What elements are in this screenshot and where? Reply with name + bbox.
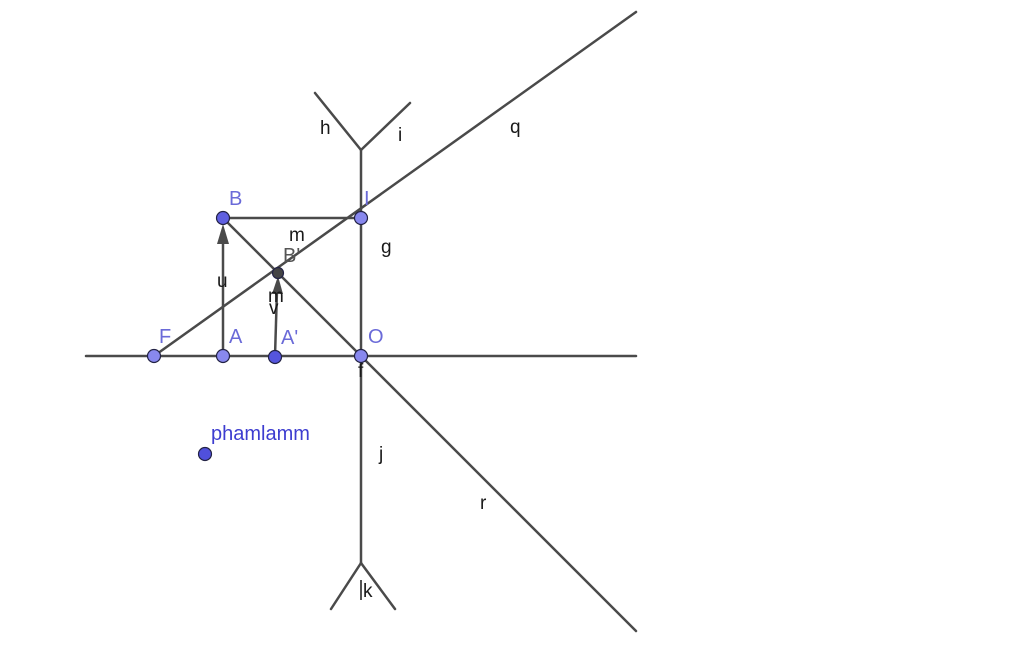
- label-f: f: [358, 361, 364, 382]
- vector-v-arrowhead: [272, 276, 283, 294]
- point-A-prime[interactable]: [267, 349, 283, 365]
- label-point-A-prime: A': [281, 327, 298, 349]
- ray-q: [152, 10, 638, 358]
- label-point-A: A: [229, 326, 243, 348]
- label-j: j: [378, 444, 383, 465]
- vector-v: [273, 289, 279, 357]
- lens-top-arm-i: [359, 101, 412, 152]
- label-u: u: [217, 271, 228, 292]
- label-k: k: [363, 581, 373, 602]
- label-point-F: F: [159, 326, 171, 348]
- point-free[interactable]: [197, 446, 213, 462]
- label-point-O: O: [368, 326, 384, 348]
- point-A[interactable]: [215, 348, 231, 364]
- point-O[interactable]: [353, 348, 369, 364]
- label-m-bottom: m: [268, 286, 284, 307]
- point-B[interactable]: [215, 210, 231, 226]
- point-I[interactable]: [353, 210, 369, 226]
- label-h: h: [320, 118, 331, 139]
- label-m-top: m: [289, 225, 305, 246]
- point-F[interactable]: [146, 348, 162, 364]
- label-g: g: [381, 237, 392, 258]
- label-r: r: [480, 493, 487, 514]
- lens-bottom-arm-right: [359, 561, 397, 611]
- label-i: i: [398, 125, 402, 146]
- lens-top-arm-h: [313, 91, 363, 152]
- label-q: q: [510, 117, 521, 138]
- label-point-B-prime: B': [283, 245, 300, 267]
- ray-r: [221, 216, 638, 633]
- label-point-B: B: [229, 188, 242, 210]
- vector-u-arrowhead: [217, 224, 229, 244]
- lens-bottom-arm-left: [329, 561, 363, 611]
- point-B-prime[interactable]: [271, 266, 285, 280]
- label-v: v: [269, 298, 279, 319]
- label-point-free: phamlamm: [211, 423, 310, 445]
- label-point-I: I: [364, 188, 370, 210]
